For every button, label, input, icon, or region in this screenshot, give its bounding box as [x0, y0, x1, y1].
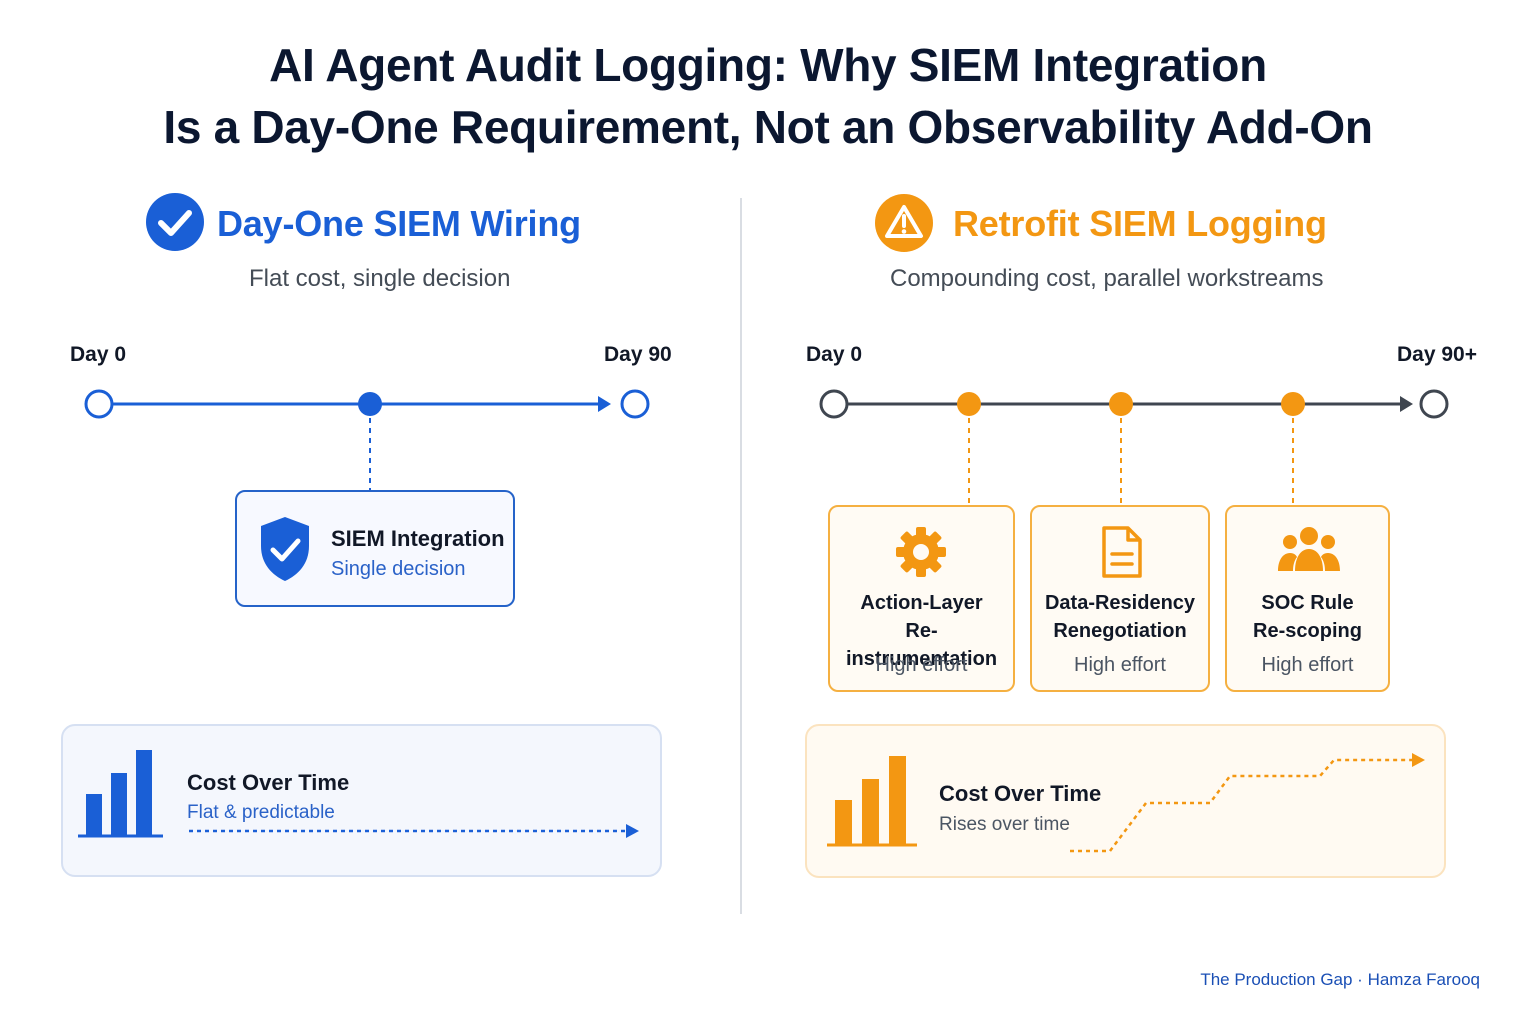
left-timeline-start-label: Day 0	[70, 343, 127, 366]
left-timeline-start-node	[84, 389, 114, 419]
left-heading: Day-One SIEM Wiring	[217, 203, 581, 244]
right-timeline-node-3	[1281, 392, 1305, 416]
right-step-card-1: Action-Layer Re-instrumentation High eff…	[828, 505, 1015, 692]
right-timeline-end-label: Day 90+	[1397, 343, 1477, 366]
right-cost-trend-arrow	[1070, 753, 1425, 853]
left-subheading: Flat cost, single decision	[249, 265, 511, 292]
right-step-card-3: SOC Rule Re-scoping High effort	[1225, 505, 1390, 692]
left-cost-title: Cost Over Time	[187, 770, 350, 795]
left-cost-subtitle: Flat & predictable	[187, 802, 335, 823]
left-timeline-end-label: Day 90	[604, 343, 672, 366]
right-step-1-title-line-2: Re-instrumentation	[845, 620, 998, 670]
bar-chart-icon	[78, 750, 163, 838]
right-timeline-start-label: Day 0	[806, 343, 863, 366]
center-divider	[740, 198, 742, 914]
left-timeline-milestone-node	[358, 392, 382, 416]
right-step-3-title-line-1: SOC Rule	[1261, 592, 1354, 614]
right-cost-subtitle: Rises over time	[939, 814, 1070, 835]
right-timeline-start-node	[819, 389, 849, 419]
right-heading: Retrofit SIEM Logging	[953, 203, 1327, 244]
left-milestone-title: SIEM Integration	[331, 526, 505, 551]
gear-icon	[896, 527, 946, 577]
right-step-1-title-line-1: Action-Layer	[860, 592, 983, 614]
right-timeline	[819, 389, 1449, 504]
right-timeline-arrowhead	[1400, 396, 1413, 412]
left-timeline-arrowhead	[598, 396, 611, 412]
right-timeline-end-node	[1419, 389, 1449, 419]
left-milestone-card: SIEM Integration Single decision	[235, 490, 515, 607]
people-icon	[1278, 527, 1340, 571]
left-milestone-subtitle: Single decision	[331, 558, 466, 580]
right-timeline-node-2	[1109, 392, 1133, 416]
right-step-2-title-line-2: Renegotiation	[1053, 620, 1187, 642]
left-cost-trend-arrow	[189, 824, 639, 838]
page-title-line-1: AI Agent Audit Logging: Why SIEM Integra…	[269, 39, 1267, 91]
left-cost-panel: Cost Over Time Flat & predictable	[61, 724, 662, 877]
right-subheading: Compounding cost, parallel workstreams	[890, 265, 1324, 292]
right-step-3-title-line-2: Re-scoping	[1253, 620, 1362, 642]
left-timeline	[84, 389, 650, 490]
right-step-3-effort: High effort	[1261, 654, 1354, 676]
warning-icon	[875, 194, 933, 252]
right-step-2-effort: High effort	[1074, 654, 1166, 676]
shield-check-icon	[261, 517, 309, 581]
right-timeline-node-1	[957, 392, 981, 416]
check-circle-icon	[146, 193, 204, 251]
left-timeline-end-node	[620, 389, 650, 419]
bar-chart-icon	[827, 756, 917, 847]
right-cost-panel: Cost Over Time Rises over time	[805, 724, 1446, 878]
right-step-card-2: Data-Residency Renegotiation High effort	[1030, 505, 1210, 692]
right-step-1-effort: High effort	[875, 654, 968, 676]
page-title-line-2: Is a Day-One Requirement, Not an Observa…	[163, 101, 1373, 153]
document-icon	[1102, 526, 1142, 578]
right-cost-title: Cost Over Time	[939, 781, 1102, 806]
right-step-2-title-line-1: Data-Residency	[1044, 592, 1196, 614]
footer-credit: The Production Gap · Hamza Farooq	[1200, 970, 1480, 989]
